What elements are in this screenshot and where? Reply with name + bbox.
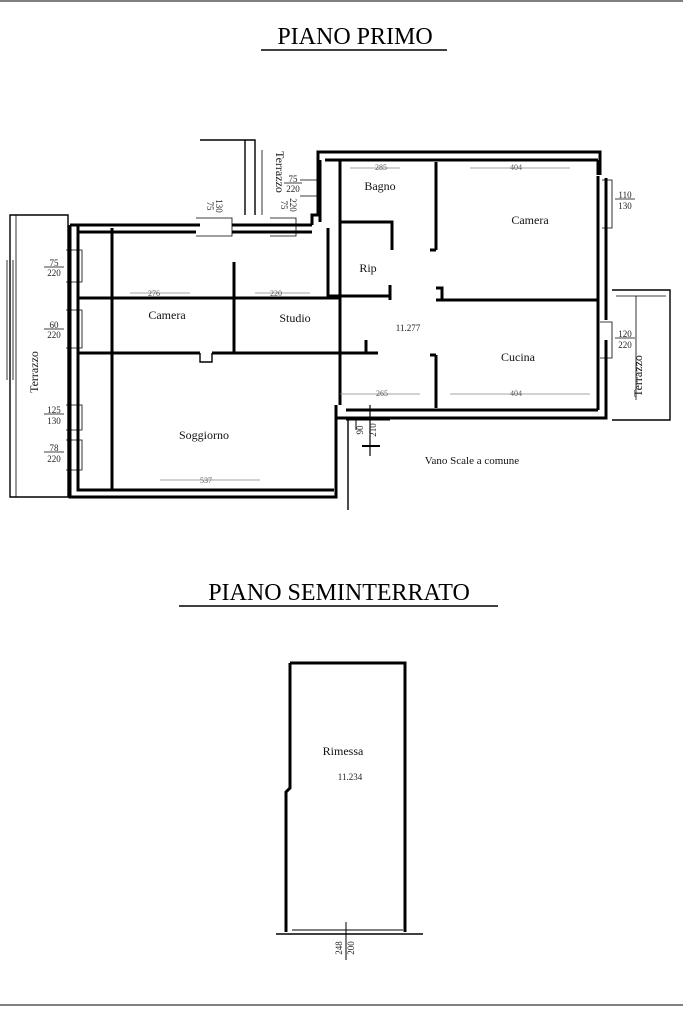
- title-first-floor: PIANO PRIMO: [277, 24, 432, 50]
- terrace-right-label: Terrazzo: [631, 355, 645, 397]
- opening-left3-height: 130: [47, 416, 61, 426]
- inner-dim-camera-left: 276: [148, 289, 160, 298]
- opening-labels-entry: 90 210: [355, 423, 378, 437]
- opening-top-win-height: 220: [288, 198, 298, 212]
- opening-base-height: 200: [346, 941, 356, 955]
- first-floor-plan: Terrazzo Terrazzo Terrazzo: [6, 139, 671, 510]
- opening-entry-height: 210: [368, 423, 378, 437]
- basement-code: 11.234: [338, 772, 363, 782]
- opening-left2-width: 60: [50, 320, 60, 330]
- room-camera-left: Camera: [148, 308, 186, 322]
- opening-left4-height: 220: [47, 454, 61, 464]
- inner-dim-camera-right: 404: [510, 163, 522, 172]
- inner-dim-bagno: 285: [375, 163, 387, 172]
- inner-dim-soggiorno: 537: [200, 476, 212, 485]
- room-soggiorno: Soggiorno: [179, 428, 229, 442]
- terrace-top-label: Terrazzo: [273, 151, 287, 193]
- room-camera-right: Camera: [511, 213, 549, 227]
- opening-left2-height: 220: [47, 330, 61, 340]
- opening-right1-height: 130: [618, 201, 632, 211]
- opening-right1-width: 110: [618, 190, 632, 200]
- opening-left4-width: 78: [50, 443, 60, 453]
- opening-left1-height: 220: [47, 268, 61, 278]
- room-bagno: Bagno: [364, 179, 395, 193]
- left-wall-openings: [66, 249, 83, 471]
- opening-top-door-height: 220: [286, 184, 300, 194]
- opening-labels-right: 110 130 120 220: [615, 190, 635, 350]
- room-studio: Studio: [279, 311, 310, 325]
- opening-left3-width: 125: [47, 405, 61, 415]
- inner-dim-ingresso: 265: [376, 389, 388, 398]
- opening-top-small-height: 130: [214, 199, 224, 213]
- apartment-code: 11.277: [396, 323, 421, 333]
- opening-top-win-width: 75: [279, 201, 289, 211]
- terrace-left: Terrazzo: [6, 214, 69, 498]
- terrace-top: Terrazzo: [200, 139, 287, 215]
- terrace-right: Terrazzo: [612, 289, 671, 421]
- opening-base-width: 248: [334, 941, 344, 955]
- opening-right2-height: 220: [618, 340, 632, 350]
- room-cucina: Cucina: [501, 350, 536, 364]
- title-basement: PIANO SEMINTERRATO: [208, 580, 470, 606]
- opening-right2-width: 120: [618, 329, 632, 339]
- opening-top-door-width: 75: [289, 174, 299, 184]
- room-rimessa: Rimessa: [323, 744, 364, 758]
- entry-door: [346, 405, 390, 456]
- opening-labels-top: 75 220 75 220 75 130: [205, 174, 302, 213]
- opening-top-small-width: 75: [205, 202, 215, 212]
- inner-dim-studio: 220: [270, 289, 282, 298]
- inner-dim-cucina: 404: [510, 389, 522, 398]
- terrace-left-label: Terrazzo: [27, 351, 41, 393]
- basement-plan: Rimessa 11.234 248 200: [276, 661, 423, 960]
- stairs-label: Vano Scale a comune: [425, 455, 519, 467]
- opening-labels-left: 75 220 60 220 125 130 78 220: [44, 258, 64, 464]
- opening-entry-width: 90: [355, 425, 365, 435]
- room-rip: Rip: [359, 261, 376, 275]
- opening-left1-width: 75: [50, 258, 60, 268]
